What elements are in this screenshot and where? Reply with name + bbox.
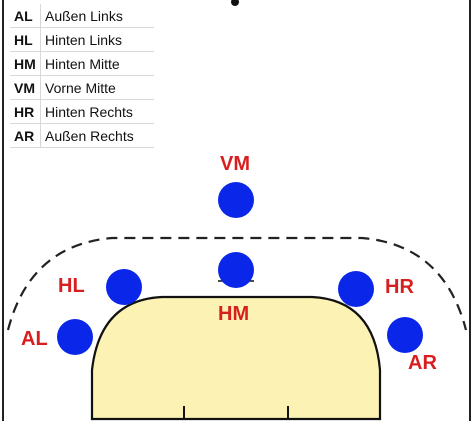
label-hr: HR [385, 276, 414, 298]
label-vm: VM [220, 153, 250, 175]
player-hm [218, 252, 254, 288]
legend-abbr: HL [10, 27, 41, 52]
legend-row: HR Hinten Rechts [10, 99, 154, 124]
player-hr [338, 271, 374, 307]
player-ar [387, 317, 423, 353]
position-legend: AL Außen Links HL Hinten Links HM Hinten… [10, 4, 154, 148]
legend-row: AR Außen Rechts [10, 123, 154, 148]
legend-row: HM Hinten Mitte [10, 51, 154, 76]
legend-name: Vorne Mitte [40, 75, 154, 100]
free-throw-line [6, 236, 468, 331]
goal-area [90, 295, 382, 421]
legend-abbr: HM [10, 51, 41, 76]
legend-abbr: HR [10, 99, 41, 124]
legend-row: VM Vorne Mitte [10, 75, 154, 100]
legend-abbr: AR [10, 123, 41, 148]
label-hm: HM [218, 303, 250, 325]
label-al: AL [21, 328, 48, 350]
legend-abbr: VM [10, 75, 41, 100]
player-vm [218, 182, 254, 218]
player-hl [106, 269, 142, 305]
legend-name: Hinten Links [40, 27, 154, 52]
label-ar: AR [408, 352, 437, 374]
legend-name: Hinten Rechts [40, 99, 154, 124]
legend-name: Außen Links [40, 4, 154, 28]
legend-row: HL Hinten Links [10, 27, 154, 52]
legend-name: Hinten Mitte [40, 51, 154, 76]
label-hl: HL [58, 275, 85, 297]
player-al [57, 319, 93, 355]
legend-name: Außen Rechts [40, 123, 154, 148]
top-center-mark [231, 0, 239, 6]
legend-row: AL Außen Links [10, 4, 154, 28]
legend-abbr: AL [10, 4, 41, 28]
